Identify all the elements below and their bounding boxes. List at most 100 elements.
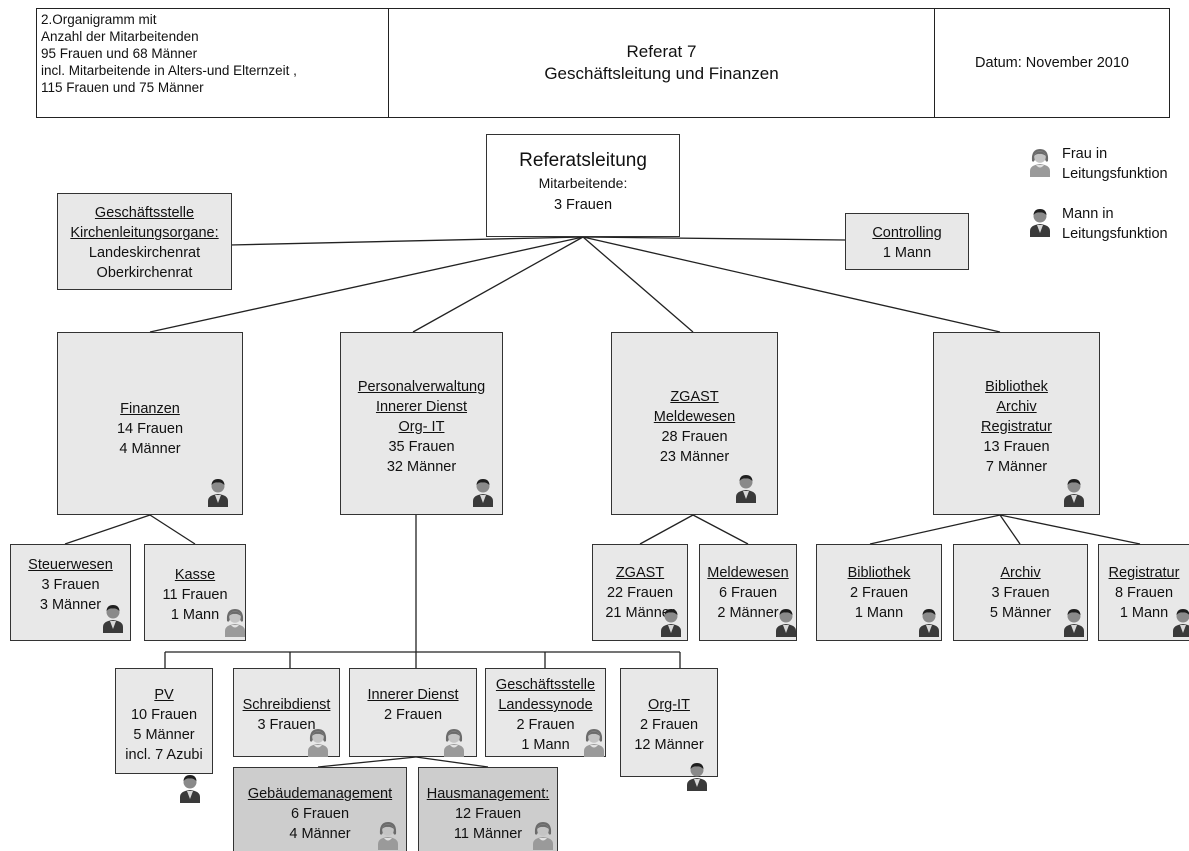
legend-man-line2: Leitungsfunktion — [1062, 226, 1168, 242]
kasse-title: Kasse — [174, 567, 216, 583]
innerer-dienst-box: Innerer Dienst 2 Frauen — [349, 668, 477, 757]
zgast-women: 22 Frauen — [606, 585, 674, 601]
gebaeude-men: 4 Männer — [289, 826, 351, 842]
referatsleitung-box: Referatsleitung Mitarbeitende: 3 Frauen — [486, 134, 680, 237]
geschaeftsstelle-title: Geschäftsstelle — [94, 205, 195, 221]
connector — [64, 514, 151, 545]
controlling-count: 1 Mann — [882, 245, 932, 261]
header-summary: 2.Organigramm mit Anzahl der Mitarbeiten… — [37, 9, 389, 117]
connector — [149, 236, 584, 333]
steuerwesen-men: 3 Männer — [39, 597, 102, 613]
personalverwaltung-box: Personalverwaltung Innerer Dienst Org- I… — [340, 332, 503, 515]
zgast-melde-men: 23 Männer — [659, 449, 730, 465]
bibliothek-women: 2 Frauen — [849, 585, 909, 601]
bib-main-title3: Registratur — [981, 419, 1052, 435]
connector — [639, 514, 694, 545]
man-leader-icon — [101, 603, 125, 633]
connector — [149, 514, 196, 545]
registratur-box: Registratur 8 Frauen 1 Mann — [1098, 544, 1189, 641]
org-it-box: Org-IT 2 Frauen 12 Männer — [620, 668, 718, 777]
innerer-dienst-women: 2 Frauen — [383, 707, 443, 723]
legend-woman: Frau in Leitungsfunktion — [1028, 144, 1188, 204]
gebaeude-title: Gebäudemanagement — [247, 786, 393, 802]
archiv-men: 5 Männer — [989, 605, 1052, 621]
connector — [229, 236, 584, 246]
man-leader-icon — [206, 477, 230, 507]
header-title: Referat 7 Geschäftsleitung und Finanzen — [389, 9, 935, 117]
finanzen-box: Finanzen 14 Frauen 4 Männer — [57, 332, 243, 515]
gs-landessynode-men: 1 Mann — [521, 737, 570, 753]
referatsleitung-count: 3 Frauen — [553, 197, 613, 213]
legend-woman-line1: Frau in — [1062, 146, 1108, 162]
legend-man-text: Mann in Leitungsfunktion — [1062, 204, 1168, 244]
woman-leader-icon — [582, 727, 606, 757]
geschaeftsstelle-line: Landeskirchenrat — [88, 245, 201, 261]
org-it-women: 2 Frauen — [639, 717, 699, 733]
gs-landessynode-title2: Landessynode — [498, 697, 593, 713]
kasse-women: 11 Frauen — [162, 587, 228, 603]
connector — [692, 514, 749, 545]
archiv-title: Archiv — [1000, 565, 1041, 581]
legend-man: Mann in Leitungsfunktion — [1028, 204, 1188, 264]
pv-azubi: incl. 7 Azubi — [125, 747, 203, 763]
haus-women: 12 Frauen — [454, 806, 522, 822]
zgast-melde-title2: Meldewesen — [653, 409, 736, 425]
gebaeudemanagement-box: Gebäudemanagement 6 Frauen 4 Männer — [233, 767, 407, 851]
man-leader-icon — [1028, 207, 1052, 237]
legend-woman-line2: Leitungsfunktion — [1062, 166, 1168, 182]
gs-landessynode-title: Geschäftsstelle — [495, 677, 596, 693]
man-leader-icon — [659, 607, 683, 637]
innerer-dienst-title: Innerer Dienst — [367, 687, 459, 703]
header-summary-line: incl. Mitarbeitende in Alters-und Eltern… — [41, 63, 297, 78]
pv-title: PV — [154, 687, 174, 703]
legend-woman-text: Frau in Leitungsfunktion — [1062, 144, 1168, 184]
bibliothek-title: Bibliothek — [847, 565, 911, 581]
woman-leader-icon — [306, 727, 330, 757]
connector — [582, 236, 846, 241]
bib-main-women: 13 Frauen — [983, 439, 1050, 455]
meldewesen-women: 6 Frauen — [718, 585, 778, 601]
connector — [582, 236, 694, 333]
personal-title2: Innerer Dienst — [375, 399, 468, 415]
meldewesen-title: Meldewesen — [707, 565, 789, 581]
meldewesen-box: Meldewesen 6 Frauen 2 Männer — [699, 544, 797, 641]
legend: Frau in Leitungsfunktion Mann in Leitung… — [1028, 144, 1188, 264]
man-leader-icon — [1062, 477, 1086, 507]
finanzen-men: 4 Männer — [119, 441, 181, 457]
geschaeftsstelle-line: Oberkirchenrat — [96, 265, 193, 281]
registratur-women: 8 Frauen — [1114, 585, 1174, 601]
steuerwesen-women: 3 Frauen — [41, 577, 100, 593]
zgast-men: 21 Männer — [605, 605, 675, 621]
woman-leader-icon — [442, 727, 466, 757]
schreibdienst-title: Schreibdienst — [242, 697, 331, 713]
connector — [582, 236, 1001, 333]
meldewesen-men: 2 Männer — [717, 605, 779, 621]
zgast-box: ZGAST 22 Frauen 21 Männer — [592, 544, 688, 641]
pv-men: 5 Männer — [133, 727, 195, 743]
header-summary-line: 2.Organigramm mit — [41, 12, 157, 27]
header-date: Datum: November 2010 — [975, 55, 1129, 71]
zgast-melde-women: 28 Frauen — [661, 429, 728, 445]
schreibdienst-women: 3 Frauen — [257, 717, 316, 733]
org-it-men: 12 Männer — [634, 737, 704, 753]
connector — [999, 514, 1021, 545]
personal-women: 35 Frauen — [388, 439, 455, 455]
man-leader-icon — [774, 607, 798, 637]
man-leader-icon — [178, 773, 202, 803]
pv-women: 10 Frauen — [130, 707, 198, 723]
archiv-box: Archiv 3 Frauen 5 Männer — [953, 544, 1088, 641]
bibliothek-men: 1 Mann — [854, 605, 904, 621]
kasse-box: Kasse 11 Frauen 1 Mann — [144, 544, 246, 641]
personal-title: Personalverwaltung — [357, 379, 486, 395]
kasse-men: 1 Mann — [170, 607, 220, 623]
gs-landessynode-box: Geschäftsstelle Landessynode 2 Frauen 1 … — [485, 668, 606, 757]
org-it-title: Org-IT — [648, 697, 690, 713]
zgast-title: ZGAST — [615, 565, 665, 581]
bibliothek-archiv-box: Bibliothek Archiv Registratur 13 Frauen … — [933, 332, 1100, 515]
gebaeude-women: 6 Frauen — [290, 806, 350, 822]
geschaeftsstelle-box: Geschäftsstelle Kirchenleitungsorgane: L… — [57, 193, 232, 290]
header-summary-line: 115 Frauen und 75 Männer — [41, 80, 204, 95]
controlling-title: Controlling — [872, 225, 942, 241]
bib-main-title2: Archiv — [996, 399, 1037, 415]
